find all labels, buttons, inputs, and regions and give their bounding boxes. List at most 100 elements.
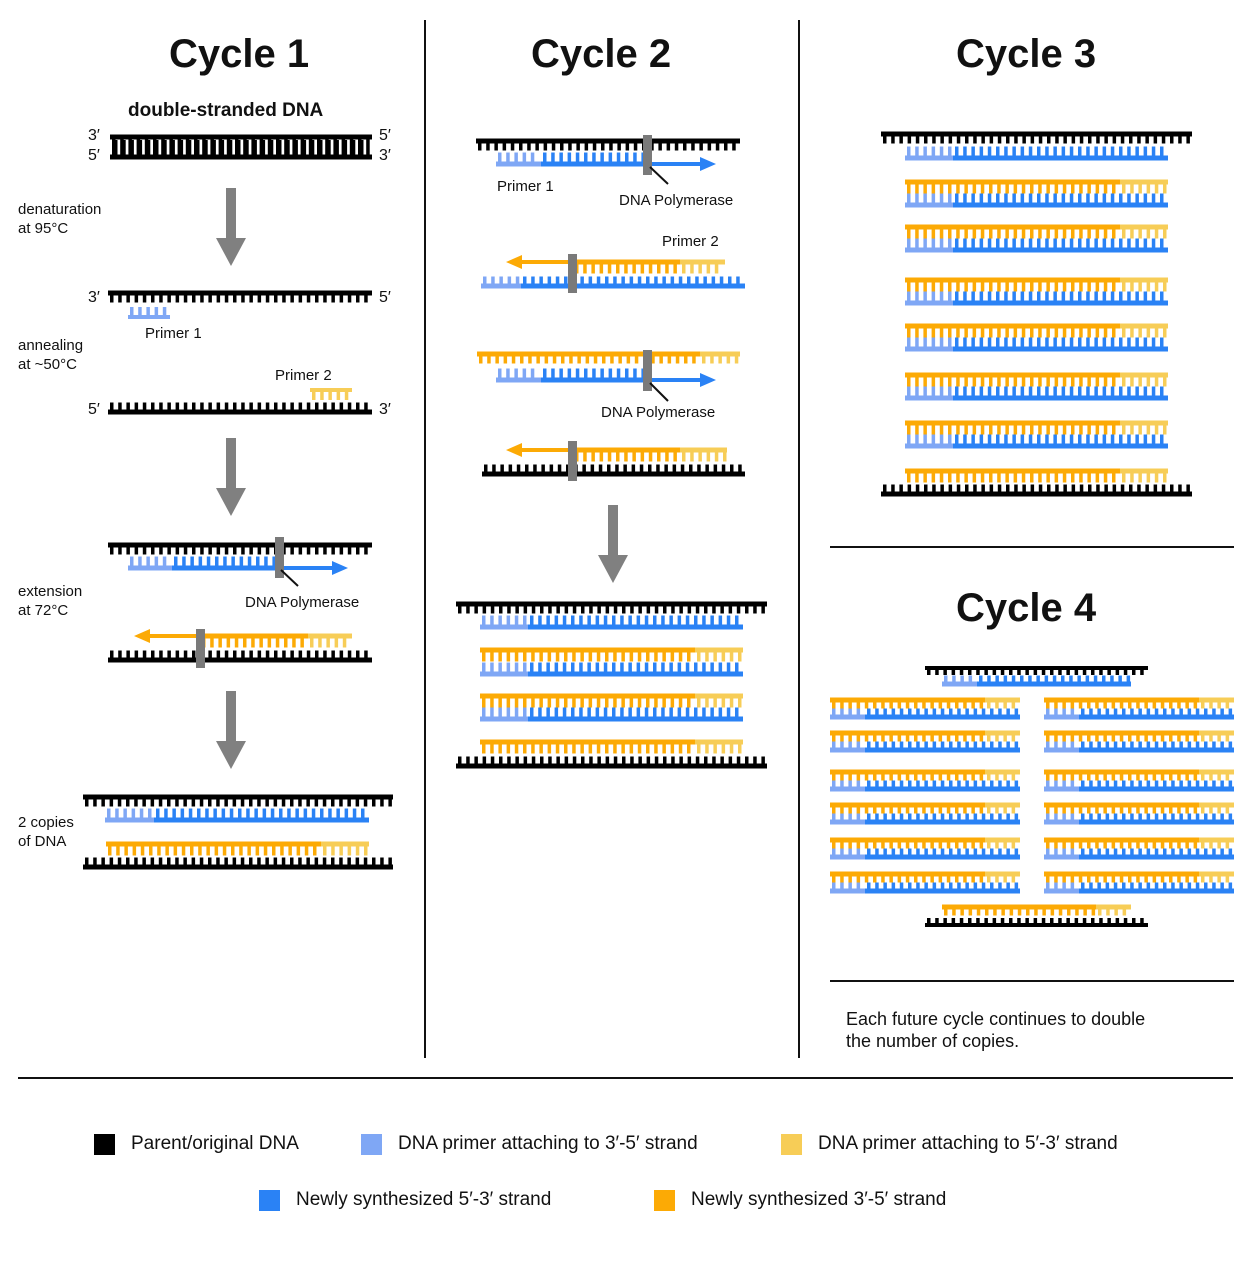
c1-ext-arr1 (280, 566, 334, 570)
primer-3-5 (905, 337, 953, 352)
step-denaturation: denaturation at 95°C (18, 201, 102, 237)
primer-3-5 (942, 675, 977, 687)
dna-polymerase-icon (568, 441, 577, 481)
down-arrow-icon (216, 741, 246, 769)
new-strand-3-5 (830, 802, 985, 814)
legend-swatch-parent (94, 1133, 115, 1155)
end-label-5prime: 5′ (88, 401, 100, 418)
new-strand-3-5 (1044, 871, 1199, 883)
step-annealing: annealing at ~50°C (18, 337, 84, 373)
c1-arrow-1 (226, 188, 236, 240)
primer-5-3 (1120, 224, 1168, 239)
arrow-head-right-icon (700, 373, 716, 387)
legend-label: DNA primer attaching to 5′-3′ strand (818, 1133, 1118, 1154)
c2-c-p1 (496, 368, 541, 383)
c2-c-p2 (700, 351, 740, 364)
primer-2-label: Primer 2 (275, 367, 332, 384)
c2-arrow-1 (608, 505, 618, 557)
primer-3-5 (905, 434, 953, 449)
new-strand-5-3 (865, 708, 1020, 720)
base-pair-rung (319, 140, 323, 155)
primer-5-3 (1120, 323, 1168, 338)
legend-label: Newly synthesized 5′-3′ strand (296, 1189, 552, 1210)
new-strand-3-5 (905, 179, 1120, 194)
arrow-head-right-icon (332, 561, 348, 575)
base-pair-rung (310, 140, 315, 155)
primer-5-3 (1199, 730, 1234, 742)
primer-5-3 (695, 693, 743, 708)
primer-3-5 (830, 848, 865, 860)
double-stranded-dna-label: double-stranded DNA (128, 100, 324, 121)
c2-d-bot (482, 464, 745, 477)
c1-ext-arr2 (148, 634, 200, 638)
legend-swatch-new-3-5 (654, 1189, 675, 1211)
new-strand-3-5 (905, 420, 1120, 435)
primer-5-3 (1096, 904, 1131, 916)
base-pair-rung (237, 140, 241, 155)
new-strand-3-5 (830, 730, 985, 742)
c2-b-p2 (680, 259, 725, 274)
primer-5-3 (985, 769, 1020, 781)
new-strand-5-3 (953, 434, 1168, 449)
primer-5-3 (985, 802, 1020, 814)
legend-swatch-primer-5-3 (781, 1133, 802, 1155)
base-pair-rung (114, 140, 118, 155)
end-label-3prime: 3′ (379, 147, 391, 164)
base-pair-rung (130, 140, 134, 155)
primer-3-5 (1044, 813, 1079, 825)
c1-ext-p1 (128, 556, 172, 571)
legend-label: Newly synthesized 3′-5′ strand (691, 1189, 947, 1210)
new-strand-3-5 (480, 693, 695, 708)
primer-3-5 (1044, 741, 1079, 753)
primer-3-5 (830, 813, 865, 825)
primer-5-3 (1120, 277, 1168, 292)
new-strand-5-3 (1079, 741, 1234, 753)
new-strand-5-3 (865, 882, 1020, 894)
c1-cp-bot (83, 857, 393, 870)
end-label-3prime: 3′ (88, 289, 100, 306)
c1-ss2 (108, 402, 372, 415)
new-strand-5-3 (865, 780, 1020, 792)
c2-a-top (476, 138, 740, 151)
polymerase-pointer-line (280, 569, 299, 587)
future-cycles-note: Each future cycle continues to double th… (846, 1009, 1146, 1051)
new-strand-3-5 (480, 739, 695, 754)
primer-5-3 (1120, 420, 1168, 435)
base-pair-rung (187, 140, 192, 155)
base-pair-rung (269, 140, 274, 155)
new-strand-3-5 (942, 904, 1096, 916)
parent-strand (925, 918, 1148, 927)
primer-5-3 (1120, 179, 1168, 194)
new-strand-3-5 (830, 697, 985, 709)
end-label-3prime: 3′ (88, 127, 100, 144)
base-pair-rung (335, 140, 339, 155)
primer-5-3 (985, 837, 1020, 849)
polymerase-pointer-line (649, 166, 669, 185)
c1-ext-p2 (308, 633, 352, 648)
arrow-head-right-icon (700, 157, 716, 171)
end-label-5prime: 5′ (379, 289, 391, 306)
primer-3-5 (905, 193, 953, 208)
new-strand-5-3 (1079, 708, 1234, 720)
parent-strand (925, 666, 1148, 675)
new-strand-3-5 (905, 224, 1120, 239)
primer-5-3 (1120, 372, 1168, 387)
dna-polymerase-icon (643, 135, 652, 175)
c1-cp-n1 (154, 808, 369, 823)
base-pair-rung (228, 140, 233, 155)
c2-d-p2 (680, 447, 727, 462)
base-pair-rung (138, 140, 143, 155)
c2-a-p1 (496, 152, 541, 167)
base-pair-rung (294, 140, 298, 155)
legend-swatch-new-5-3 (259, 1189, 280, 1211)
new-strand-5-3 (528, 615, 743, 630)
parent-strand (881, 484, 1192, 497)
new-strand-5-3 (865, 741, 1020, 753)
base-pair-rung (261, 140, 266, 155)
base-pair-rung (220, 140, 225, 155)
primer-3-5 (830, 780, 865, 792)
base-pair-rung (351, 140, 356, 155)
primer-3-5 (905, 238, 953, 253)
new-strand-5-3 (953, 193, 1168, 208)
